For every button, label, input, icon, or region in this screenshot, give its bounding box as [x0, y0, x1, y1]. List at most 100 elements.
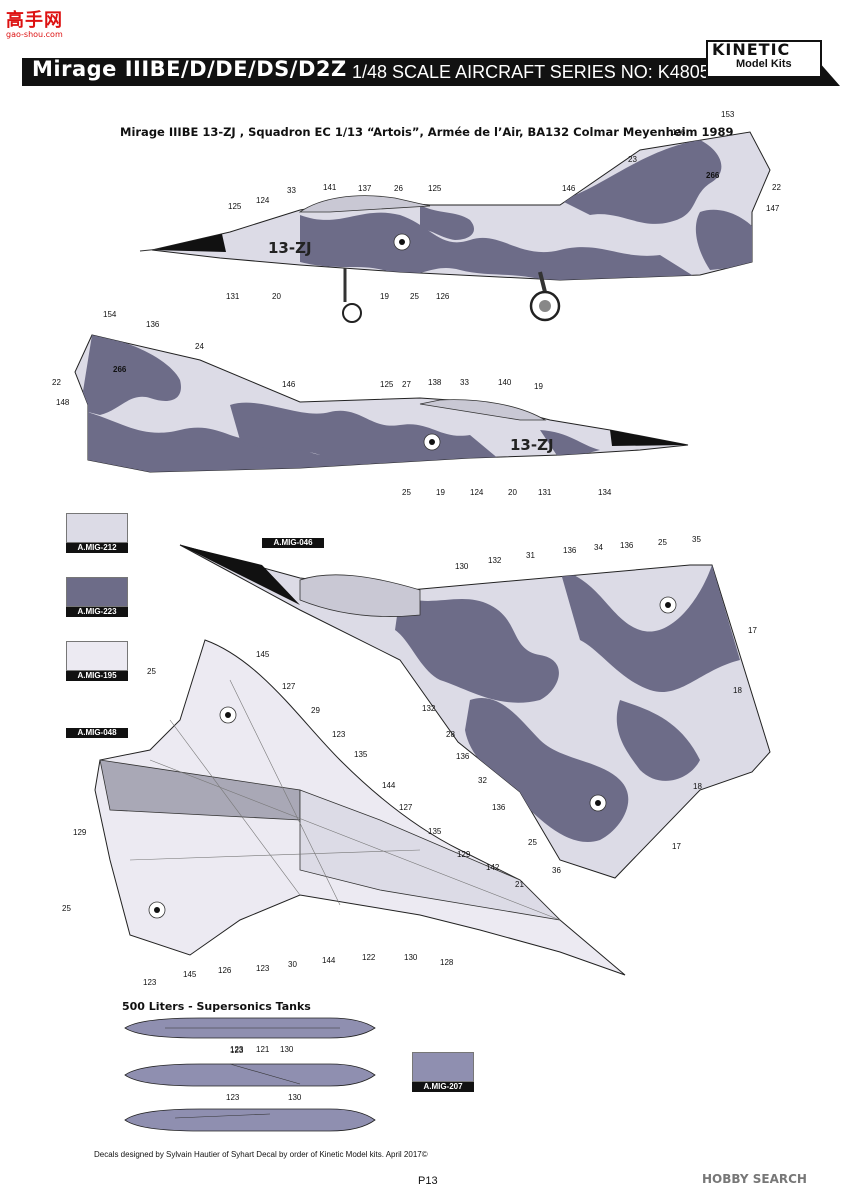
- callout-side-left: 153: [721, 110, 735, 119]
- callout-tank: 123: [230, 1045, 244, 1054]
- callout-side-right: 134: [598, 488, 612, 497]
- callout-bottom-view: 126: [218, 966, 232, 975]
- callout-top-view: 34: [594, 543, 603, 552]
- callout-top-view: 136: [620, 541, 634, 550]
- callout-tank: 123: [230, 1046, 244, 1055]
- callout-top-view: 25: [658, 538, 667, 547]
- callout-tank: 123: [226, 1093, 240, 1102]
- callout-bottom-view: 142: [486, 863, 500, 872]
- callout-side-left: 131: [226, 292, 240, 301]
- callout-top-view: 35: [692, 535, 701, 544]
- callout-side-right: 154: [103, 310, 117, 319]
- callout-bottom-view: 144: [382, 781, 396, 790]
- callout-bottom-view: 127: [282, 682, 296, 691]
- paint-label: A.MIG-048: [66, 728, 128, 738]
- callout-side-left: 26: [394, 184, 403, 193]
- callout-side-right: 125: [380, 380, 394, 389]
- callout-side-left: 137: [358, 184, 372, 193]
- callout-side-left: 141: [323, 183, 337, 192]
- callout-side-left: 19: [380, 292, 389, 301]
- callout-bottom-view: 129: [73, 828, 87, 837]
- callout-bottom-view: 127: [399, 803, 413, 812]
- callout-side-right: 27: [402, 380, 411, 389]
- side-left-fin-number: 266: [706, 171, 720, 180]
- side-view-right-aircraft: [74, 334, 689, 473]
- callout-bottom-view: 122: [362, 953, 376, 962]
- callout-side-left: 125: [228, 202, 242, 211]
- callout-top-view: 136: [456, 752, 470, 761]
- callout-bottom-view: 25: [62, 904, 71, 913]
- callout-bottom-view: 129: [457, 850, 471, 859]
- callout-bottom-view: 123: [143, 978, 157, 987]
- callout-side-left: 33: [287, 186, 296, 195]
- page-number: P13: [418, 1175, 438, 1187]
- callout-side-right: 138: [428, 378, 442, 387]
- callout-side-right: 25: [402, 488, 411, 497]
- tanks-heading: 500 Liters - Supersonics Tanks: [122, 1000, 311, 1013]
- callout-bottom-view: 30: [288, 960, 297, 969]
- callout-tank: 130: [288, 1093, 302, 1102]
- callout-side-right: 124: [470, 488, 484, 497]
- side-right-fin-number: 266: [113, 365, 127, 374]
- header-bar: [22, 58, 840, 86]
- side-view-left-aircraft: [139, 131, 771, 323]
- top-view-aircraft: [179, 544, 771, 879]
- callout-side-left: 25: [410, 292, 419, 301]
- callout-side-right: 140: [498, 378, 512, 387]
- callout-side-right: 136: [146, 320, 160, 329]
- scale-series-label: 1/48 SCALE AIRCRAFT SERIES NO: K48054: [352, 62, 720, 82]
- callout-side-right: 20: [508, 488, 517, 497]
- callout-top-view: 36: [552, 866, 561, 875]
- callout-bottom-view: 135: [428, 827, 442, 836]
- callout-side-right: 131: [538, 488, 552, 497]
- callout-side-right: 24: [195, 342, 204, 351]
- page-title: Mirage IIIBE/D/DE/DS/D2Z: [32, 57, 347, 81]
- callout-bottom-view: 123: [332, 730, 346, 739]
- callout-side-right: 22: [52, 378, 61, 387]
- callout-bottom-view: 145: [256, 650, 270, 659]
- callout-bottom-view: 135: [354, 750, 368, 759]
- callout-tank: 121: [256, 1045, 270, 1054]
- brand-logo-sub: Model Kits: [736, 58, 792, 70]
- callout-bottom-view: 25: [147, 667, 156, 676]
- callout-top-view: 136: [563, 546, 577, 555]
- callout-tank: 130: [280, 1045, 294, 1054]
- callout-top-view: 18: [733, 686, 742, 695]
- callout-top-view: 18: [693, 782, 702, 791]
- callout-bottom-view: 21: [515, 880, 524, 889]
- callout-side-right: 19: [436, 488, 445, 497]
- callout-side-right: 148: [56, 398, 70, 407]
- callout-top-view: 31: [526, 551, 535, 560]
- callout-bottom-view: 130: [404, 953, 418, 962]
- callout-side-right: 33: [460, 378, 469, 387]
- callout-top-view: 17: [748, 626, 757, 635]
- side-right-code: 13-ZJ: [510, 436, 554, 454]
- paint-label: A.MIG-195: [66, 671, 128, 681]
- bottom-view-aircraft: [94, 639, 626, 976]
- callout-top-view: 132: [488, 556, 502, 565]
- paint-swatch-mig-207: [412, 1052, 474, 1082]
- callout-bottom-view: 128: [440, 958, 454, 967]
- side-left-code: 13-ZJ: [268, 239, 312, 257]
- paint-label: A.MIG-207: [412, 1082, 474, 1092]
- callout-bottom-view: 145: [183, 970, 197, 979]
- drop-tanks: [124, 1017, 376, 1132]
- callout-top-view: 17: [672, 842, 681, 851]
- callout-side-left: 124: [256, 196, 270, 205]
- callout-side-right: 19: [534, 382, 543, 391]
- paint-label: A.MIG-046: [262, 538, 324, 548]
- paint-label: A.MIG-223: [66, 607, 128, 617]
- brand-logo-box: [706, 40, 822, 78]
- callout-top-view: 32: [478, 776, 487, 785]
- callout-top-view: 130: [455, 562, 469, 571]
- callout-side-left: 126: [436, 292, 450, 301]
- site-watermark: 高手网 gao-shou.com: [6, 10, 63, 39]
- hobby-search-logo: HOBBY SEARCH: [702, 1172, 807, 1186]
- callout-bottom-view: 29: [311, 706, 320, 715]
- callout-bottom-view: 144: [322, 956, 336, 965]
- paint-swatch-mig-195: [66, 641, 128, 671]
- brand-logo: KINETIC: [712, 40, 791, 59]
- callout-side-left: 146: [562, 184, 576, 193]
- callout-top-view: 136: [492, 803, 506, 812]
